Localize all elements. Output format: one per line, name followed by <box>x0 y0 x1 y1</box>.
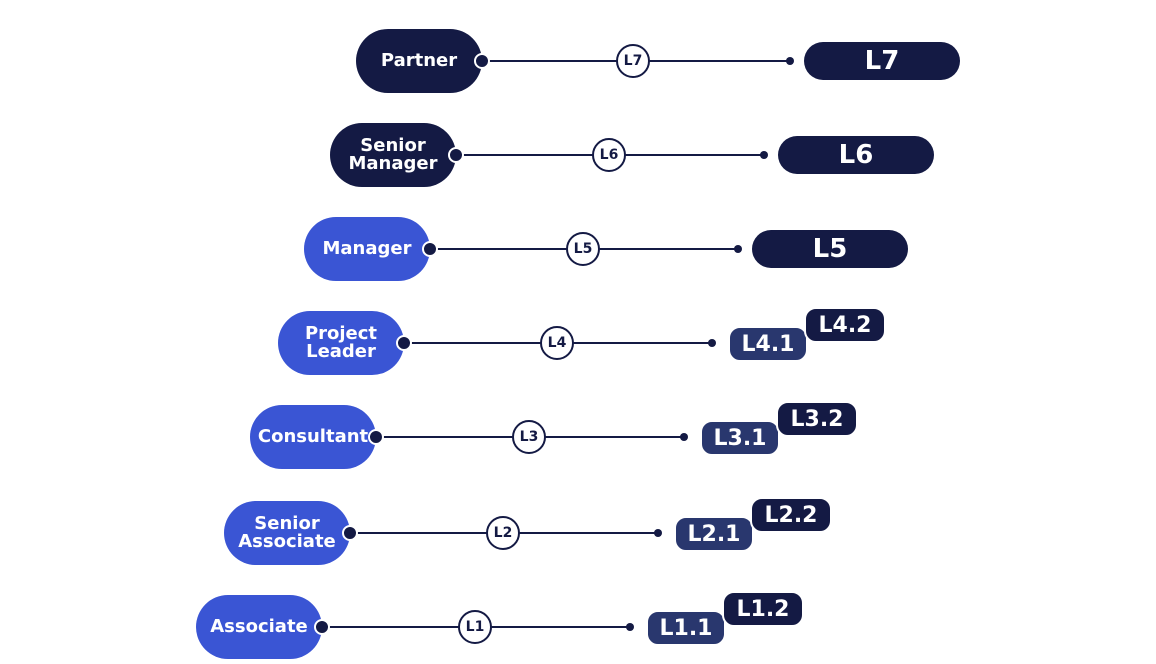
level-badge: L6 <box>778 136 934 174</box>
level-circle: L2 <box>486 516 520 550</box>
role-pill: Project Leader <box>278 311 404 375</box>
connector-end-dot <box>708 339 716 347</box>
role-pill: Senior Manager <box>330 123 456 187</box>
role-pill: Senior Associate <box>224 501 350 565</box>
sublevel-badge: L4.1 <box>728 326 808 362</box>
role-pill: Consultant <box>250 405 376 469</box>
connector-end-dot <box>734 245 742 253</box>
connector-start-dot <box>368 429 384 445</box>
connector-start-dot <box>422 241 438 257</box>
level-badge: L5 <box>752 230 908 268</box>
sublevel-badge: L2.2 <box>750 497 832 533</box>
sublevel-badge: L3.2 <box>776 401 858 437</box>
connector-start-dot <box>448 147 464 163</box>
sublevel-badge: L3.1 <box>700 420 780 456</box>
connector-end-dot <box>760 151 768 159</box>
connector-end-dot <box>786 57 794 65</box>
role-pill: Associate <box>196 595 322 659</box>
level-circle: L3 <box>512 420 546 454</box>
level-circle: L7 <box>616 44 650 78</box>
sublevel-badge: L4.2 <box>804 307 886 343</box>
role-pill: Manager <box>304 217 430 281</box>
connector-end-dot <box>680 433 688 441</box>
connector-start-dot <box>342 525 358 541</box>
sublevel-badge: L2.1 <box>674 516 754 552</box>
sublevel-badge: L1.2 <box>722 591 804 627</box>
level-circle: L5 <box>566 232 600 266</box>
level-circle: L1 <box>458 610 492 644</box>
connector-start-dot <box>396 335 412 351</box>
level-badge: L7 <box>804 42 960 80</box>
connector-end-dot <box>626 623 634 631</box>
sublevel-badge: L1.1 <box>646 610 726 646</box>
level-circle: L4 <box>540 326 574 360</box>
connector-start-dot <box>474 53 490 69</box>
connector-end-dot <box>654 529 662 537</box>
level-circle: L6 <box>592 138 626 172</box>
role-pill: Partner <box>356 29 482 93</box>
connector-start-dot <box>314 619 330 635</box>
